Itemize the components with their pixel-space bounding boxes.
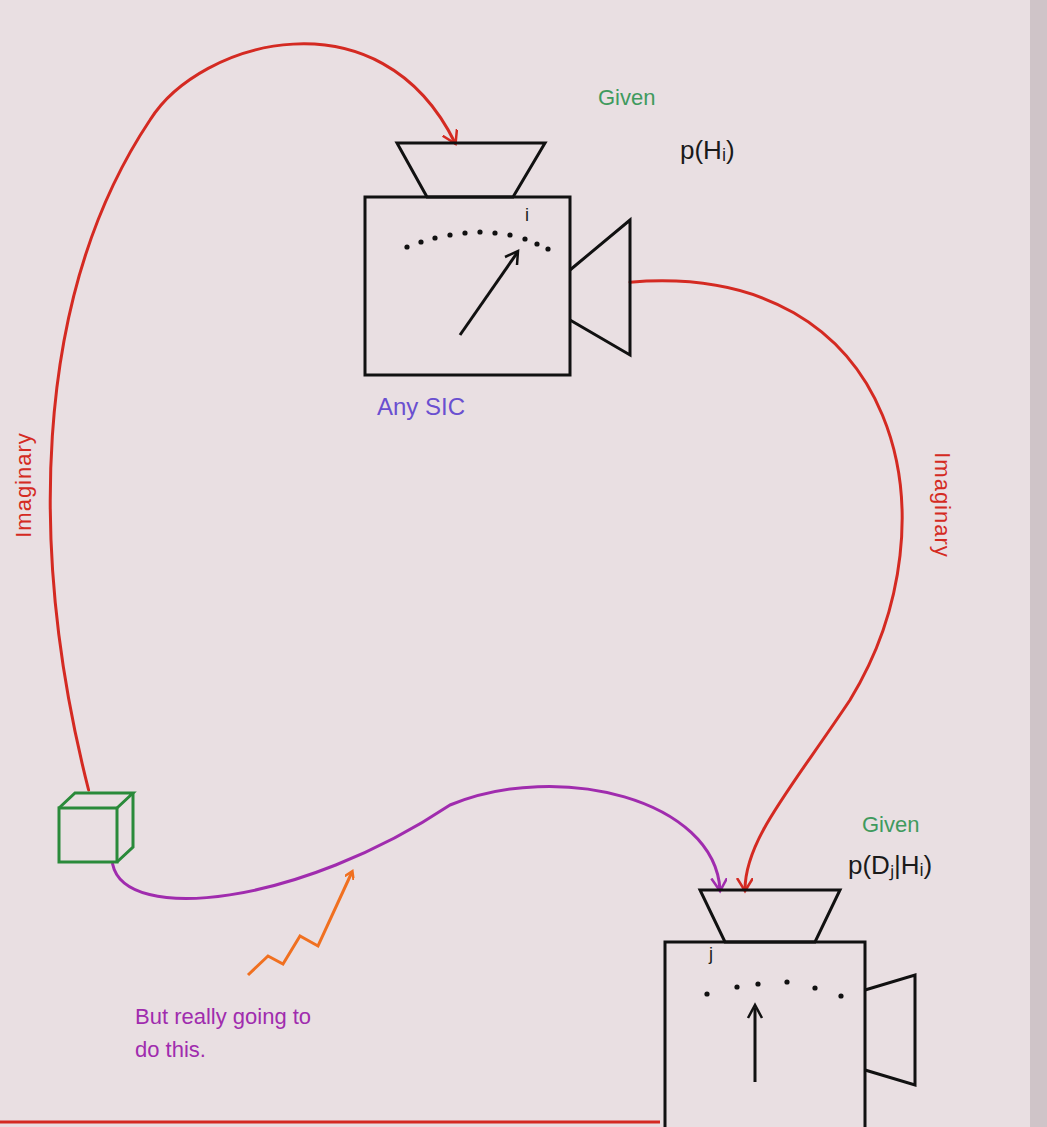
given-note: Given [598, 85, 655, 111]
given-note: Given [862, 812, 919, 838]
camera-sic: Givenp(Hᵢ)iAny SIC [365, 143, 630, 375]
curved-arrow [630, 281, 902, 890]
edge-label: Imaginary [929, 452, 955, 558]
dial-index: j [709, 944, 713, 966]
node-outline [55, 790, 135, 864]
node-outline [665, 890, 915, 1127]
edge-label: Imaginary [11, 432, 37, 538]
camera-measurement: Givenp(Dⱼ|Hᵢ)j [665, 890, 915, 1127]
dial-index: i [525, 205, 529, 227]
likelihood-formula: p(Dⱼ|Hᵢ) [848, 850, 932, 881]
callout-note: But really going to do this. [135, 1000, 330, 1066]
bottom-red-rule [0, 1121, 660, 1124]
curved-arrow [113, 786, 720, 898]
page-edge-shade [1030, 0, 1047, 1127]
source-cube [55, 790, 135, 864]
prior-formula: p(Hᵢ) [680, 135, 735, 166]
node-outline [365, 143, 630, 375]
camera-caption: Any SIC [377, 393, 465, 422]
